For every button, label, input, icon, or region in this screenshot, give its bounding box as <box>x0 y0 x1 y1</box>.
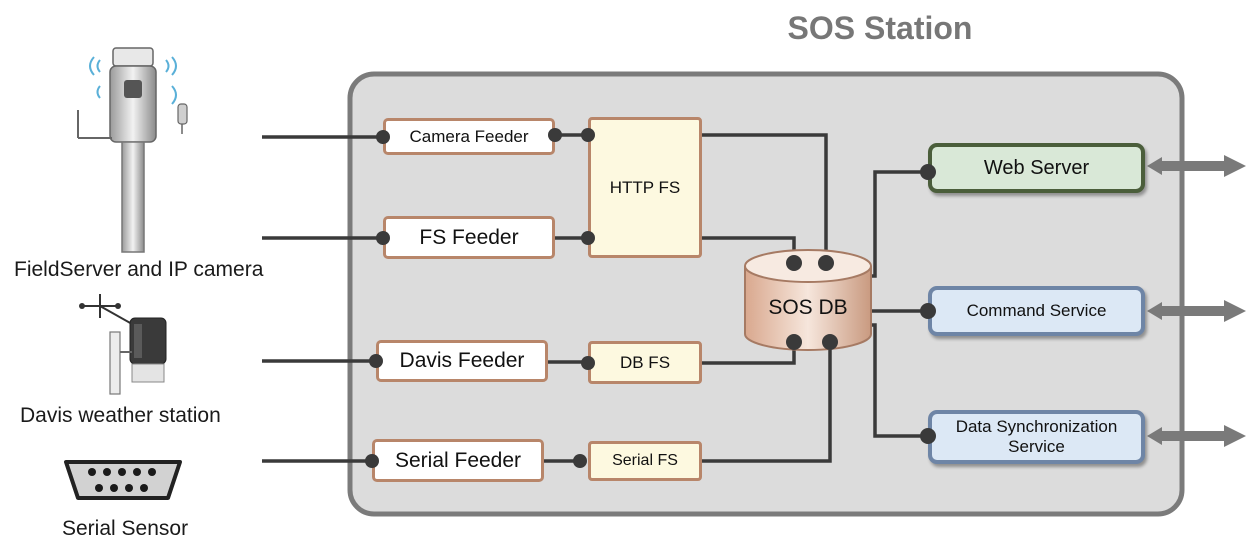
camera-feeder-box: Camera Feeder <box>383 118 555 155</box>
davis-feeder-box: Davis Feeder <box>376 340 548 382</box>
input-lines <box>262 135 383 463</box>
internal-connections <box>544 133 928 463</box>
db-fs-box: DB FS <box>588 341 702 384</box>
output-arrows <box>1147 155 1246 447</box>
serial-feeder-box: Serial Feeder <box>372 439 544 482</box>
station-title: SOS Station <box>787 10 973 46</box>
sos-db-cylinder <box>744 249 872 351</box>
serial-fs-box: Serial FS <box>588 441 702 481</box>
http-fs-box: HTTP FS <box>588 117 702 258</box>
davis-label: Davis weather station <box>20 404 221 427</box>
web-server-box: Web Server <box>928 143 1145 193</box>
fieldserver-label: FieldServer and IP camera <box>14 258 264 281</box>
fieldserver-device-icon <box>77 47 188 253</box>
data-sync-service-box: Data Synchronization Service <box>928 410 1145 464</box>
serial-sensor-icon <box>64 460 182 500</box>
sos-db-label: SOS DB <box>768 296 848 319</box>
serial-sensor-label: Serial Sensor <box>62 517 189 540</box>
fs-feeder-box: FS Feeder <box>383 216 555 259</box>
command-service-box: Command Service <box>928 286 1145 336</box>
davis-weather-station-icon <box>79 294 167 395</box>
